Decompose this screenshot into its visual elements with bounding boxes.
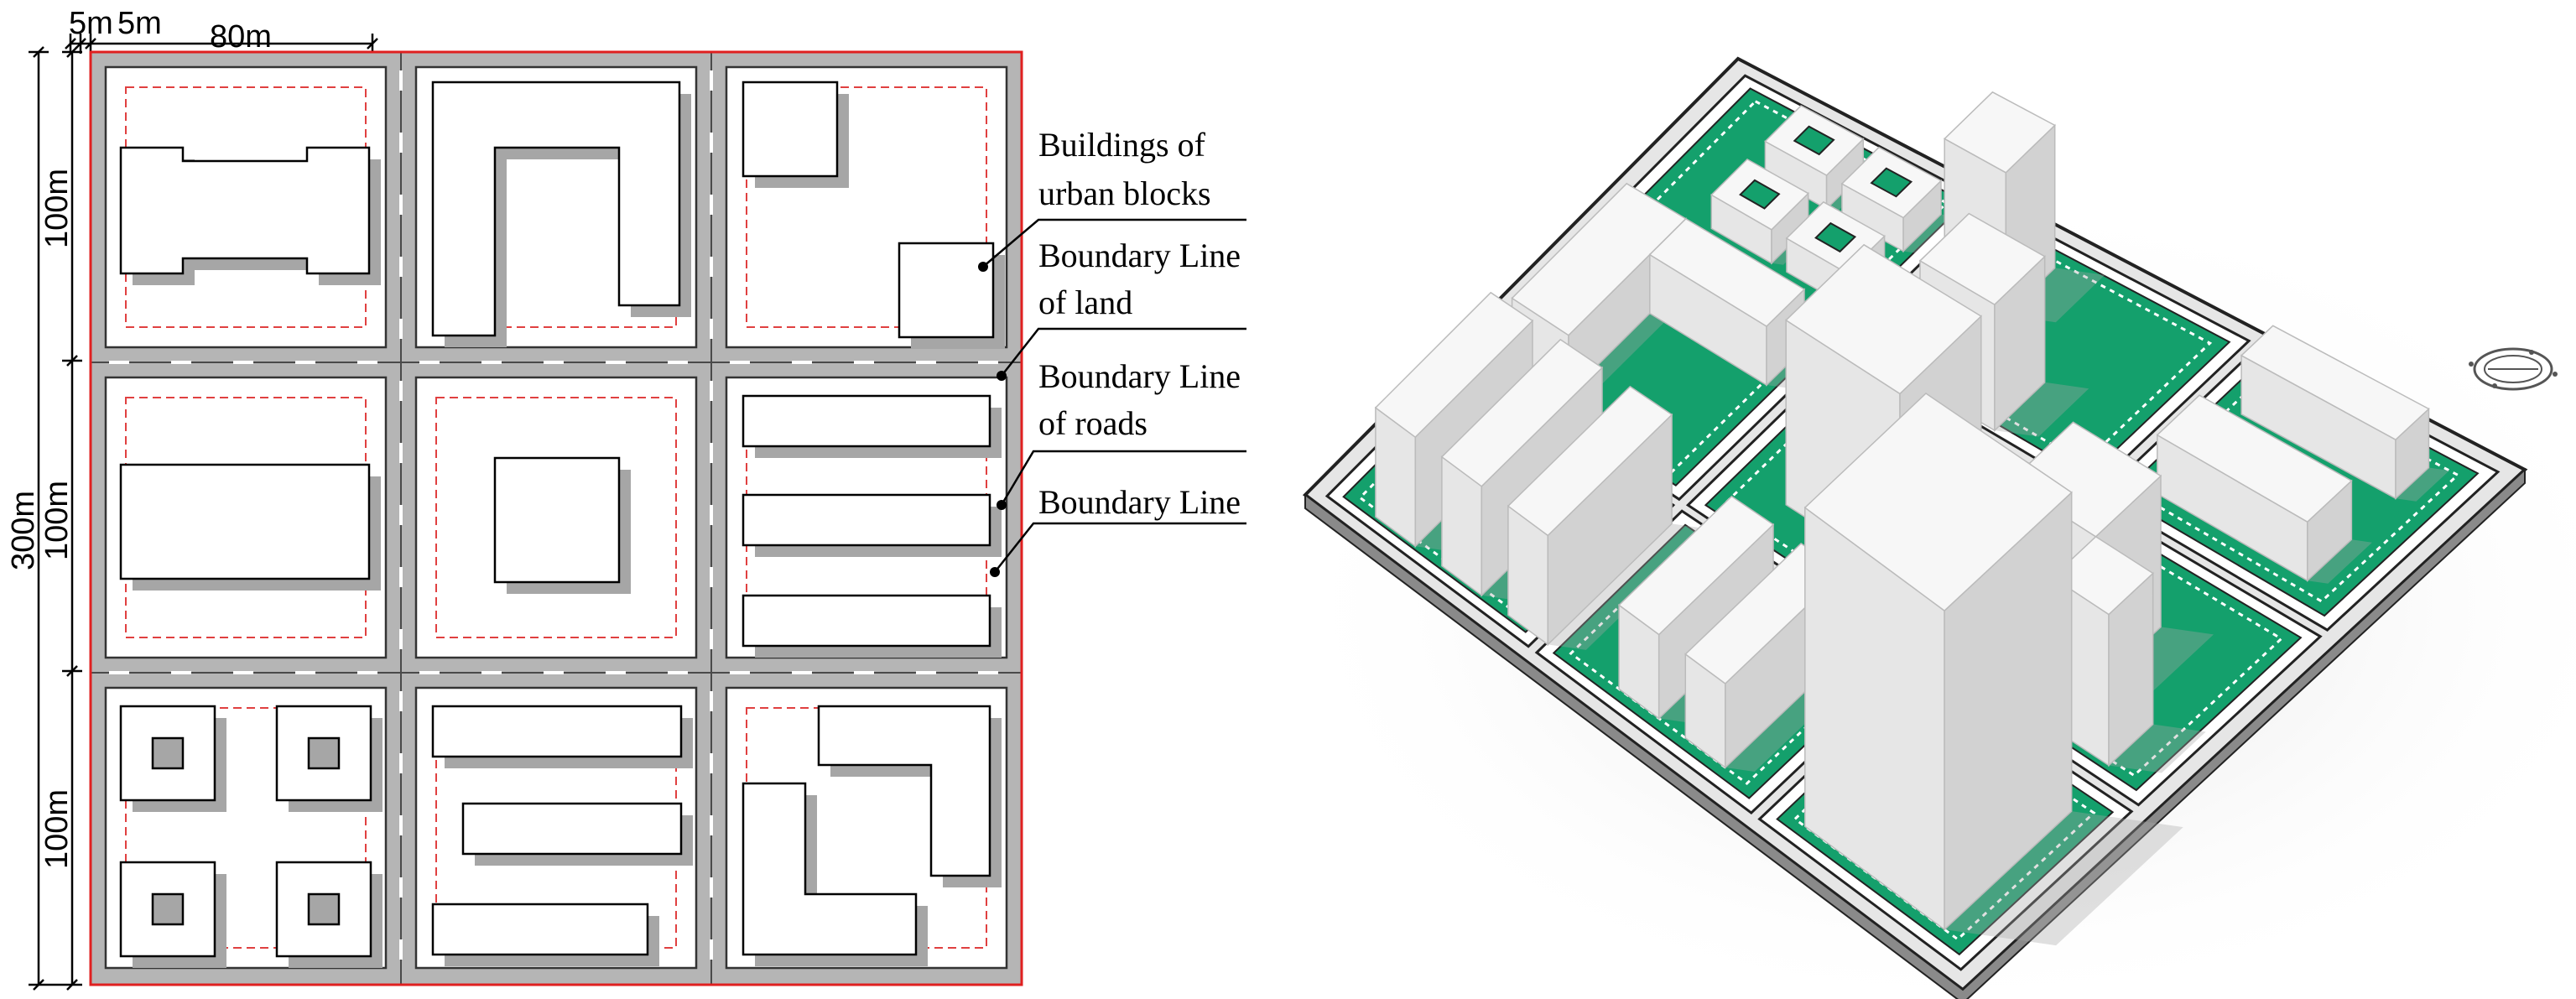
iso-base-edge [1304, 467, 2526, 999]
iso-building [1710, 158, 1820, 265]
setback-line [125, 707, 367, 949]
legend-roads-line1: Boundary Line [1038, 357, 1241, 395]
plan-building [431, 705, 693, 768]
iso-green-land [1866, 218, 2231, 478]
iso-building [1374, 291, 1571, 552]
setback-line [435, 397, 677, 638]
legend-buildings-line1: Buildings of [1038, 126, 1206, 164]
dim-road-a: 5m [69, 6, 113, 41]
legend-land-line1: Boundary Line [1038, 237, 1241, 274]
iso-setback-line [2136, 372, 2460, 603]
iso-building [1764, 105, 1876, 211]
plan-building [431, 81, 691, 347]
legend-leader-lines [982, 218, 1246, 573]
iso-parcel [1463, 213, 1836, 502]
plan-building [742, 782, 928, 966]
plan-building [817, 705, 1002, 887]
legend-buildings-line2: urban blocks [1038, 174, 1211, 212]
iso-building [1617, 495, 1803, 723]
iso-green-land [1776, 682, 2115, 956]
dim-row-height-1: 100m [39, 169, 75, 248]
iso-building [1918, 212, 2089, 437]
iso-building [1943, 91, 2105, 323]
iso-green-land [1704, 367, 2067, 644]
site-boundary [89, 50, 1023, 986]
iso-setback-line [1497, 239, 1799, 474]
iso-green-land [1552, 523, 1893, 799]
iso-parcel [1534, 509, 1912, 815]
dim-road-b: 5m [117, 6, 162, 41]
iso-parcel [1324, 361, 1676, 648]
iso-setback-line [1793, 695, 2096, 941]
iso-green-land [2117, 358, 2480, 617]
ground-shadow [1275, 185, 2576, 999]
plan-building [119, 146, 381, 285]
iso-green-land [1481, 226, 1817, 486]
dim-total-height: 300m [6, 491, 41, 570]
legend-land-line2: of land [1038, 284, 1132, 321]
setback-line [435, 707, 677, 949]
iso-building [2051, 535, 2206, 773]
dimension-lines [29, 34, 378, 991]
plan-building [431, 903, 659, 966]
iso-building [2156, 394, 2372, 584]
plan-building [119, 463, 381, 591]
iso-base-plate [1302, 56, 2528, 992]
legend-roads-line2: of roads [1038, 404, 1147, 442]
iso-building [1507, 385, 1710, 650]
plan-building [461, 802, 693, 866]
plan-building [742, 394, 1002, 458]
iso-building [1684, 542, 1872, 772]
iso-setback-line [1721, 379, 2049, 630]
legend: Buildings of urban blocks Boundary Line … [978, 126, 1246, 577]
iso-parcel [1923, 501, 2323, 807]
iso-building [1440, 338, 1641, 601]
dim-row-height-3: 100m [39, 789, 75, 869]
road-dash-markings [109, 70, 998, 960]
dim-row-height-2: 100m [39, 481, 75, 560]
iso-building [2240, 325, 2449, 502]
iso-green-land [1342, 375, 1657, 633]
iso-building [1785, 200, 1897, 309]
iso-setback-line [1569, 537, 1876, 785]
plan-building [742, 594, 1002, 658]
plan-building [493, 456, 631, 594]
dim-block-width: 80m [210, 19, 272, 55]
legend-leader-dots [978, 262, 1007, 577]
iso-parcel [1610, 74, 1987, 345]
legend-boundary-line1: Boundary Line [1038, 483, 1241, 521]
compass-icon [2469, 347, 2558, 391]
plan-building [742, 493, 1002, 557]
iso-building [1966, 481, 2121, 717]
plan-building [742, 81, 849, 188]
iso-parcel [2098, 344, 2501, 632]
setback-line [746, 86, 987, 328]
iso-parcel [1757, 667, 2134, 971]
iso-parcel [1685, 352, 2087, 658]
iso-green-land [1628, 87, 1967, 330]
iso-building [2009, 421, 2214, 695]
iso-green-land [1941, 515, 2303, 792]
iso-building [1648, 217, 1825, 388]
iso-setback-line [1358, 388, 1641, 620]
iso-building [1784, 243, 2046, 588]
iso-setback-line [1883, 232, 2213, 465]
plan-building [898, 242, 1005, 349]
iso-setback-line [1645, 99, 1949, 318]
iso-building [1511, 182, 1707, 398]
iso-setback-line [1959, 528, 2284, 778]
site-plan-diagram: 5m 5m 80m 100m 100m 100m 300m Buildings … [6, 6, 1246, 991]
iso-parcel [1846, 205, 2251, 493]
iso-building [1840, 146, 1953, 253]
iso-building [1803, 393, 2183, 946]
